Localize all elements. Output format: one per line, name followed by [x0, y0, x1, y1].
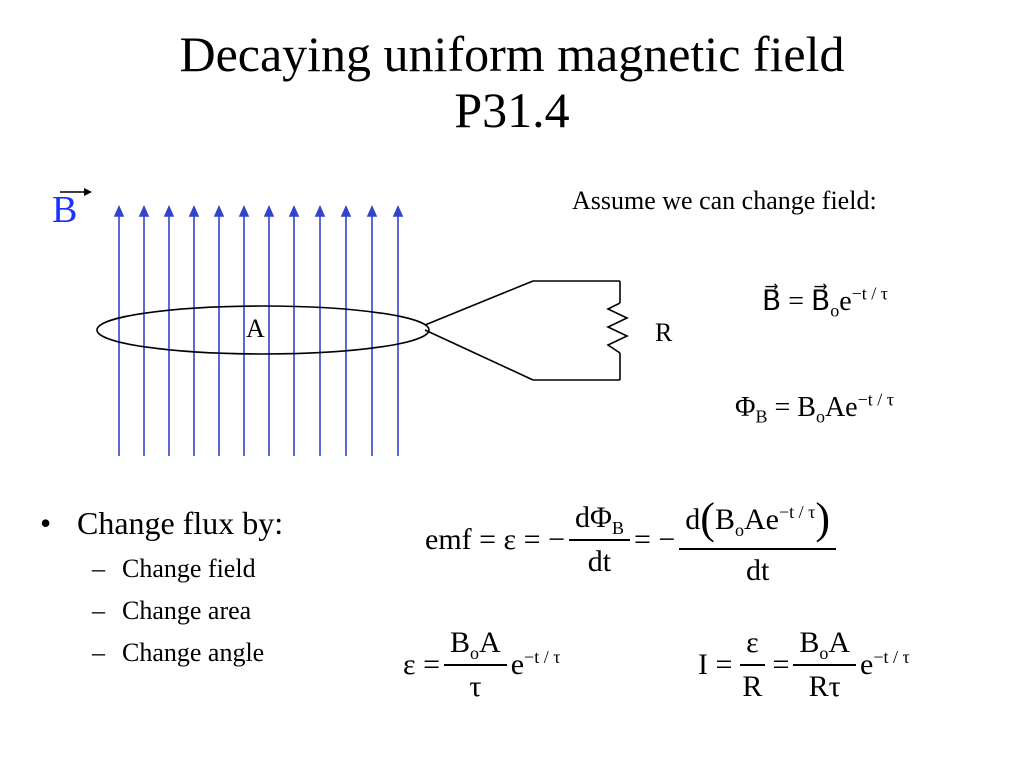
dash-icon: – [92, 554, 105, 583]
field-line [213, 205, 225, 456]
field-line [238, 205, 250, 456]
field-line [340, 205, 352, 456]
field-line [163, 205, 175, 456]
bullet-dot-icon: • [40, 505, 52, 541]
equation-epsilon: ε = BoA τ e−t / τ [403, 626, 561, 703]
sub-bullet-text: Change area [122, 596, 252, 625]
dash-icon: – [92, 596, 105, 625]
field-line [392, 205, 404, 456]
current-loop [96, 305, 430, 355]
bullet-text: Change flux by: [77, 505, 284, 541]
slide-title: Decaying uniform magnetic field P31.4 [0, 26, 1024, 138]
equation-field-decay: B⃗ = B⃗oe−t / τ [762, 283, 889, 321]
equation-current: I = ε R = BoA Rτ e−t / τ [698, 626, 910, 703]
sub-bullet-text: Change angle [122, 638, 265, 667]
bullet-item: • Change flux by: [40, 505, 283, 542]
bullet-list: •Change flux by: –Change field –Change a… [40, 505, 283, 668]
vector-b-label: B [52, 188, 92, 232]
lead-wires [424, 280, 621, 381]
sub-bullet-item: –Change field [92, 554, 283, 584]
area-label: A [246, 314, 265, 343]
title-line-2: P31.4 [454, 82, 570, 138]
vector-b-text: B [52, 189, 78, 231]
vector-arrow-icon [60, 188, 92, 196]
field-line [263, 205, 275, 456]
resistor-label: R [655, 318, 673, 347]
sub-bullet-item: –Change angle [92, 638, 283, 668]
field-line [188, 205, 200, 456]
title-line-1: Decaying uniform magnetic field [179, 26, 845, 82]
field-line [366, 205, 378, 456]
field-line [113, 205, 125, 456]
equation-emf: emf = ε = − dΦB dt = − d(BoAe−t / τ) dt [425, 490, 840, 590]
assume-text: Assume we can change field: [572, 186, 877, 215]
field-line [138, 205, 150, 456]
field-line [288, 205, 300, 456]
resistor-icon [606, 302, 629, 354]
sub-bullet-text: Change field [122, 554, 256, 583]
field-lines [113, 205, 404, 456]
sub-bullet-item: –Change area [92, 596, 283, 626]
dash-icon: – [92, 638, 105, 667]
field-line [314, 205, 326, 456]
equation-flux: ΦB = BoAe−t / τ [735, 389, 894, 427]
